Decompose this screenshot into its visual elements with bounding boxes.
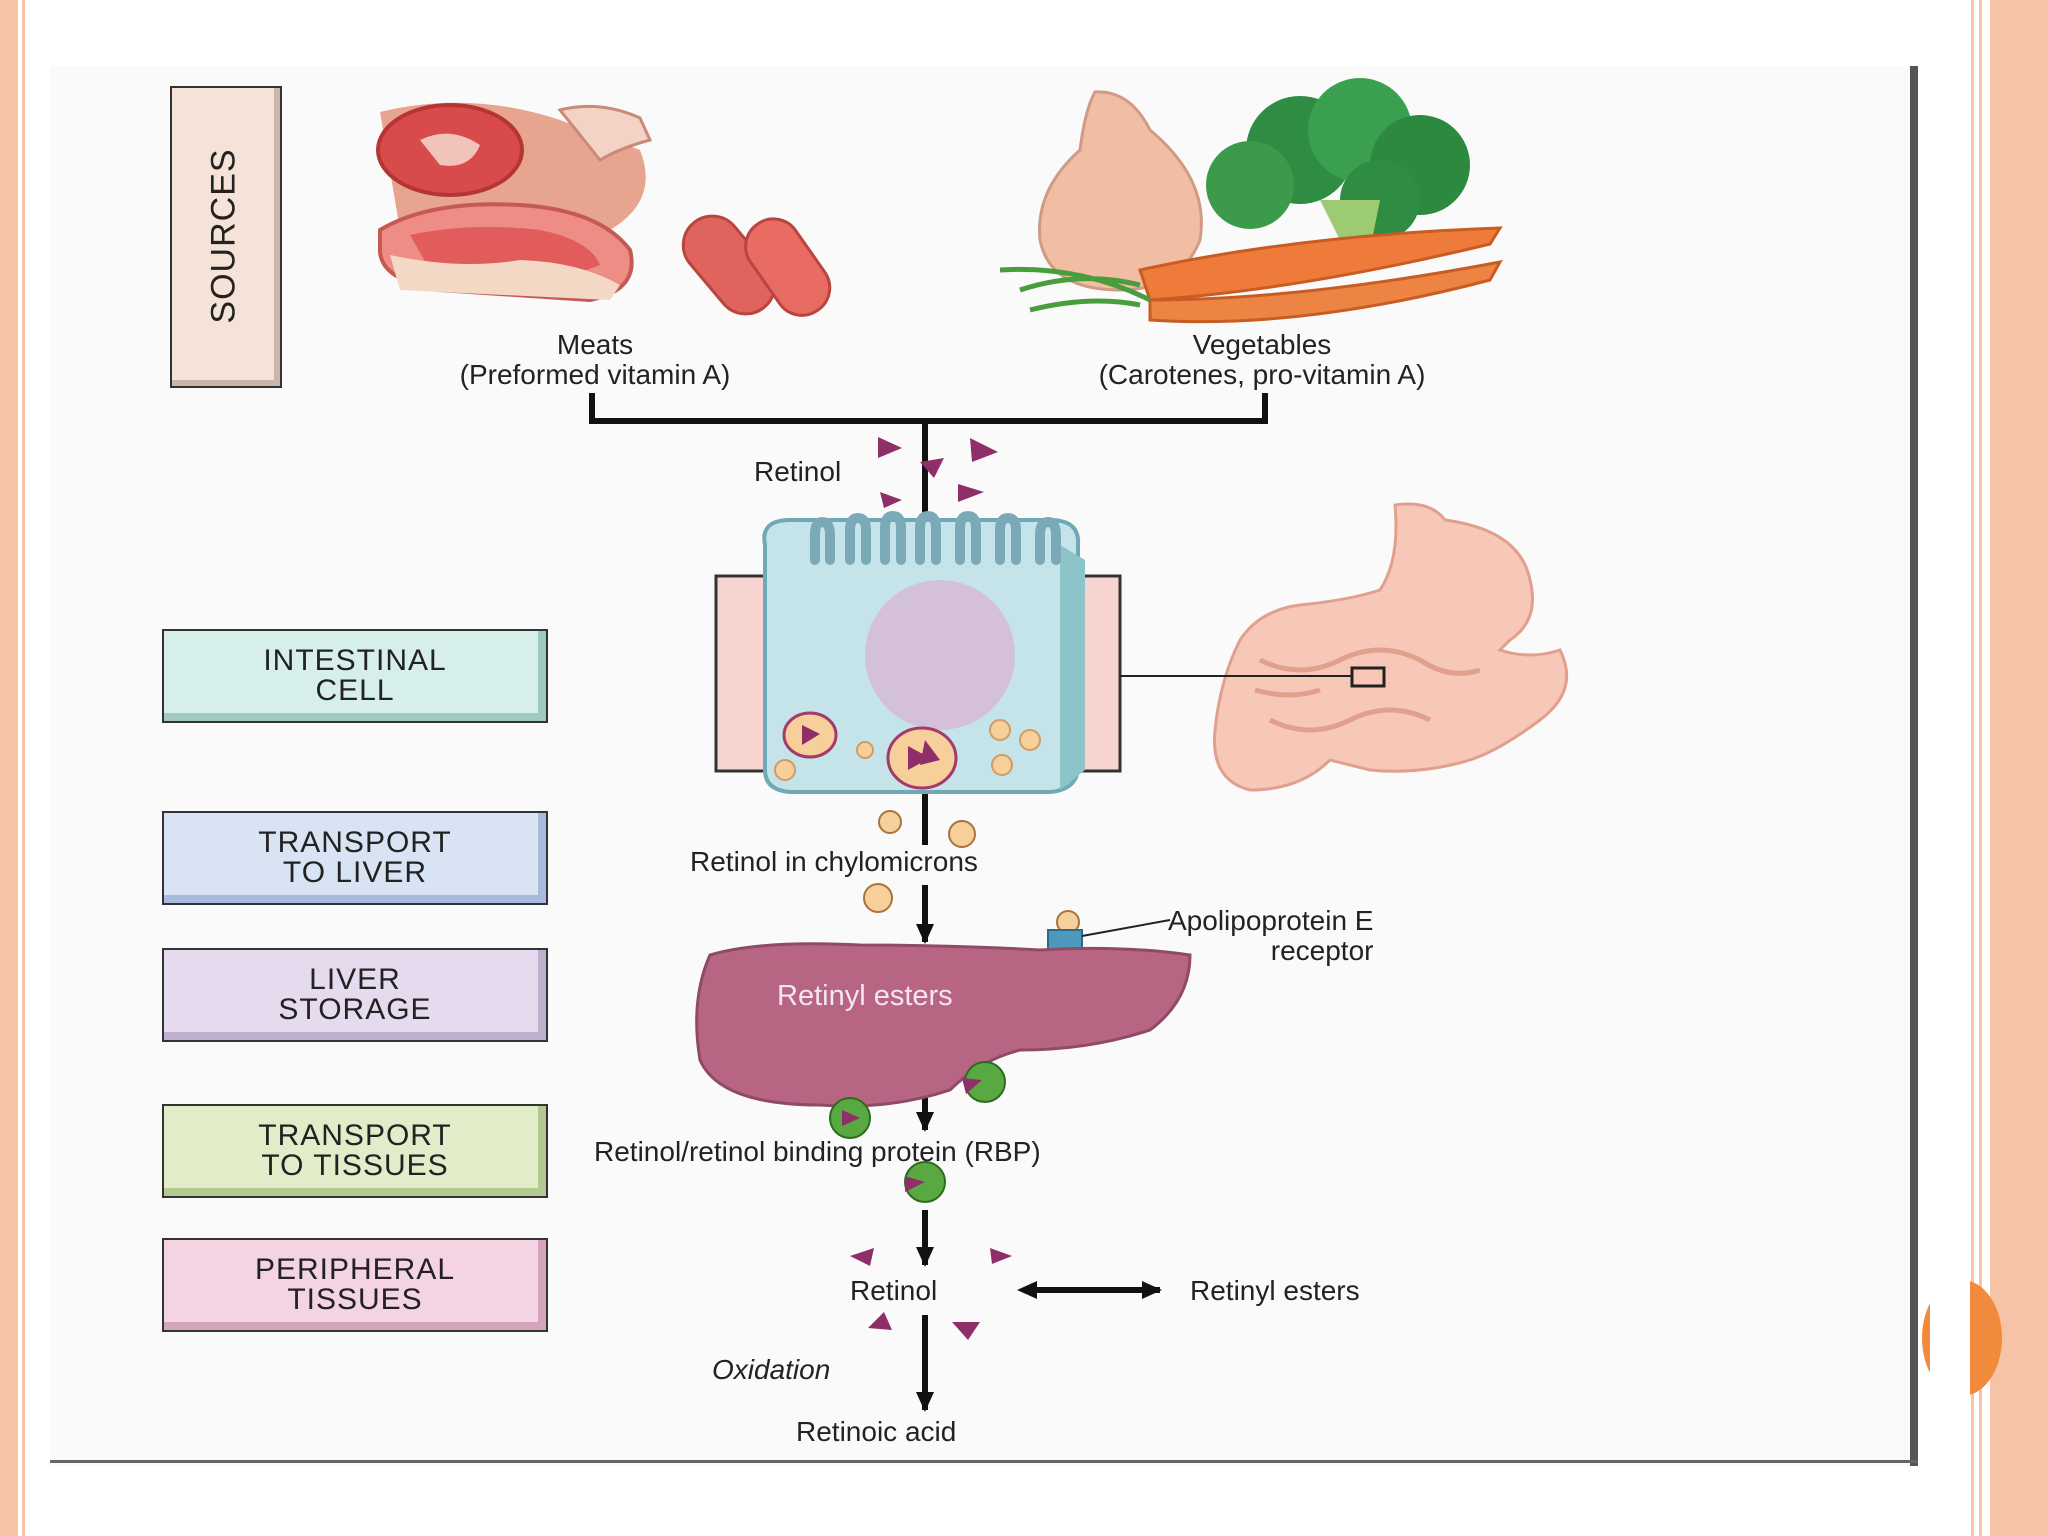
- chylomicron-particles: [863, 810, 1080, 934]
- apolipoprotein-line: Apolipoprotein E: [1168, 905, 1374, 936]
- stage-peripheral-tissues: PERIPHERAL TISSUES: [162, 1238, 548, 1332]
- retinyl-esters-liver-label: Retinyl esters: [777, 980, 953, 1012]
- slide-frame-right-line: [1979, 0, 1982, 1536]
- retinol-label-bottom: Retinol: [850, 1275, 938, 1306]
- stage-label-line: TO TISSUES: [261, 1149, 449, 1182]
- stage-label-line: CELL: [315, 674, 395, 707]
- intestinal-cell: [714, 510, 1122, 794]
- retinol-label-top: Retinol: [754, 456, 842, 487]
- slide-frame-left: [0, 0, 18, 1536]
- rbp-complexes: [829, 1061, 1006, 1203]
- stage-label-line: PERIPHERAL: [254, 1253, 456, 1286]
- stage-label-line: STORAGE: [278, 993, 432, 1026]
- retinol-chylomicrons-label: Retinol in chylomicrons: [690, 846, 978, 877]
- stage-label-line: LIVER: [309, 963, 401, 996]
- stage-sources-label: SOURCES: [204, 148, 243, 324]
- vegetables-illustration: [999, 78, 1503, 324]
- stage-transport-to-liver: TRANSPORT TO LIVER: [162, 811, 548, 905]
- intestine-illustration: [1120, 502, 1569, 792]
- oxidation-label: Oxidation: [712, 1354, 831, 1385]
- slide-frame-left-line: [22, 0, 25, 1536]
- source-bracket: [589, 393, 1268, 424]
- meats-caption: Meats (Preformed vitamin A): [460, 330, 731, 390]
- stage-label-line: TRANSPORT: [258, 1119, 452, 1152]
- stage-liver-storage: LIVER STORAGE: [162, 948, 548, 1042]
- figure-bottom-rule: [50, 1460, 1918, 1463]
- liver-illustration: [695, 942, 1192, 1108]
- meats-note: (Preformed vitamin A): [459, 359, 731, 390]
- retinol-markers-bottom: [850, 1248, 1012, 1340]
- apolipoprotein-label: Apolipoprotein E receptor: [1168, 906, 1373, 966]
- retinyl-esters-right-label: Retinyl esters: [1190, 1275, 1360, 1306]
- meats-name: Meats: [556, 329, 634, 360]
- stage-transport-to-tissues: TRANSPORT TO TISSUES: [162, 1104, 548, 1198]
- stage-label-line: TRANSPORT: [258, 826, 452, 859]
- slide-page-dot-mask: [1930, 1270, 1970, 1410]
- stage-intestinal-cell: INTESTINAL CELL: [162, 629, 548, 723]
- slide-frame-right-line: [1971, 0, 1974, 1536]
- figure-right-rule: [1910, 66, 1918, 1466]
- slide-frame-right: [1990, 0, 2048, 1536]
- vegetables-caption: Vegetables (Carotenes, pro-vitamin A): [1099, 330, 1426, 390]
- stage-label-line: TO LIVER: [282, 856, 428, 889]
- rbp-label: Retinol/retinol binding protein (RBP): [594, 1136, 1041, 1167]
- meats-illustration: [376, 102, 832, 317]
- stage-label-line: TISSUES: [287, 1283, 423, 1316]
- vegetables-note: (Carotenes, pro-vitamin A): [1098, 359, 1426, 390]
- stage-label-line: INTESTINAL: [263, 644, 447, 677]
- stage-sources: [170, 86, 282, 388]
- apolipoprotein-line: receptor: [1270, 935, 1374, 966]
- vegetables-name: Vegetables: [1192, 329, 1332, 360]
- retinoic-acid-label: Retinoic acid: [796, 1416, 957, 1447]
